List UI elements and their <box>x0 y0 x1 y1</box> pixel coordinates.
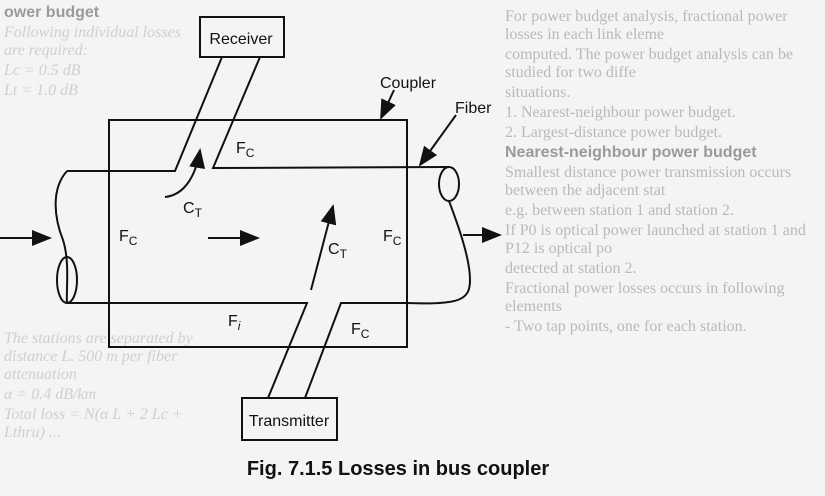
bg-text: computed. The power budget analysis can … <box>505 46 794 81</box>
ct-label: CT <box>328 241 348 261</box>
fc-label: FC <box>119 228 138 248</box>
bg-heading: ower budget <box>4 4 100 21</box>
tap-in-arrow <box>310 204 337 291</box>
fiber-lower-left <box>67 302 309 399</box>
fc-label: FC <box>351 321 370 341</box>
fc-label: FC <box>236 140 255 160</box>
bg-text: 1. Nearest-neighbour power budget. <box>505 104 736 121</box>
bg-italic: Following individual losses are required… <box>4 24 181 59</box>
fiber-left-end <box>54 170 69 304</box>
bg-italic: The stations are separated by distance L… <box>4 330 193 383</box>
receiver-label: Receiver <box>209 31 273 48</box>
bg-text: Fractional power losses occurs in follow… <box>505 280 785 315</box>
bg-text: If P0 is optical power launched at stati… <box>505 222 806 257</box>
fiber-upper-right <box>211 56 450 170</box>
bg-column-right: For power budget analysis, fractional po… <box>505 8 820 338</box>
bg-column-bottom-left: The stations are separated by distance L… <box>4 330 219 444</box>
bg-text: 2. Largest-distance power budget. <box>505 124 722 141</box>
fiber-right-end <box>406 200 472 305</box>
coupler-outline <box>108 119 408 348</box>
fiber-left-face <box>56 256 78 304</box>
bg-eq: Lc = 0.5 dB <box>4 62 81 79</box>
bg-text: situations. <box>505 84 571 101</box>
bg-text: e.g. between station 1 and station 2. <box>505 202 734 219</box>
transmitter-box <box>241 397 338 441</box>
fc-label: FC <box>383 228 402 248</box>
fiber-upper-left <box>67 56 223 172</box>
transmitter-label: Transmitter <box>249 413 330 430</box>
bg-column-top-left: ower budget Following individual losses … <box>4 4 194 102</box>
bg-text: - Two tap points, one for each station. <box>505 318 747 335</box>
bg-text: Smallest distance power transmission occ… <box>505 164 792 199</box>
bg-heading: Nearest-neighbour power budget <box>505 144 757 161</box>
fiber-leader <box>418 114 457 167</box>
tap-out-arrow <box>164 148 206 198</box>
bg-eq: Lt = 1.0 dB <box>4 82 78 99</box>
bg-eq: Total loss = N(α L + 2 Lc + Lthru) ... <box>4 406 183 441</box>
coupler-label: Coupler <box>380 75 437 92</box>
bg-text: detected at station 2. <box>505 260 637 277</box>
bg-eq: α = 0.4 dB/km <box>4 386 97 403</box>
fiber-label: Fiber <box>455 100 492 117</box>
fiber-right-face <box>438 166 460 202</box>
coupler-leader <box>380 89 396 120</box>
bg-text: For power budget analysis, fractional po… <box>505 8 788 43</box>
figure-caption: Fig. 7.1.5 Losses in bus coupler <box>246 458 550 480</box>
fiber-lower-right <box>304 302 407 399</box>
ct-label: CT <box>183 200 203 220</box>
receiver-box <box>199 16 285 58</box>
fi-label: Fi <box>228 313 241 333</box>
